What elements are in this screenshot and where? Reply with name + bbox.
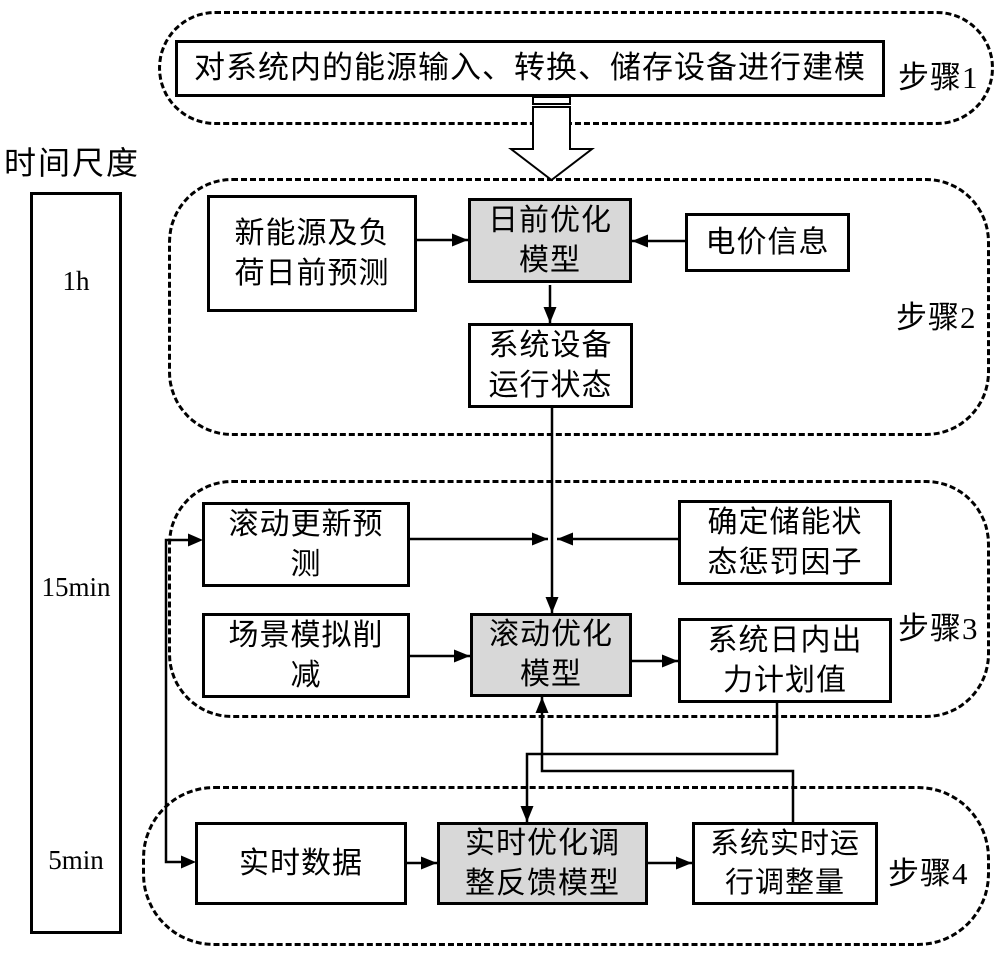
box-price-info: 电价信息 xyxy=(685,213,850,272)
label-15min: 15min xyxy=(41,572,111,602)
label-step1: 步骤1 xyxy=(898,60,979,95)
label-step3: 步骤3 xyxy=(898,611,979,646)
box-realtime-adjustment: 系统实时运 行调整量 xyxy=(692,822,878,905)
box-realtime-feedback-model: 实时优化调 整反馈模型 xyxy=(437,822,648,905)
box-penalty-factor: 确定储能状 态惩罚因子 xyxy=(678,500,892,585)
label-1h: 1h xyxy=(62,266,90,296)
box-day-ahead-model: 日前优化 模型 xyxy=(468,198,632,283)
box-system-modeling: 对系统内的能源输入、转换、储存设备进行建模 xyxy=(175,40,885,97)
box-realtime-data: 实时数据 xyxy=(195,822,407,905)
label-step2: 步骤2 xyxy=(896,300,977,335)
label-step4: 步骤4 xyxy=(888,856,969,891)
time-scale-title: 时间尺度 xyxy=(4,145,141,181)
label-5min: 5min xyxy=(48,845,104,875)
box-rolling-forecast: 滚动更新预 测 xyxy=(202,502,410,587)
box-renewable-load-forecast: 新能源及负 荷日前预测 xyxy=(207,195,417,312)
time-scale-bar xyxy=(30,192,122,934)
box-scenario-reduction: 场景模拟削 减 xyxy=(202,613,410,698)
box-device-status: 系统设备 运行状态 xyxy=(468,323,633,408)
box-rolling-model: 滚动优化 模型 xyxy=(470,613,632,697)
box-intraday-plan: 系统日内出 力计划值 xyxy=(678,618,892,703)
